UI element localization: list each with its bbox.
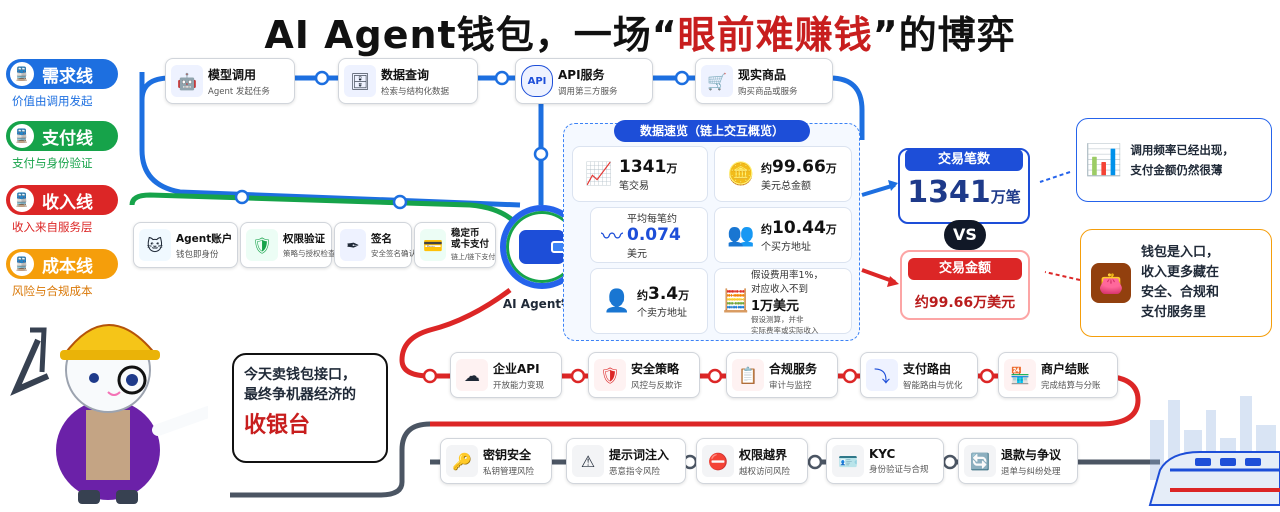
pen-icon: ✒ [340,229,366,261]
title-highlight: 眼前难赚钱 [677,13,873,57]
demand-node-data-query: 🗄 数据查询检索与结构化数据 [338,58,478,104]
revenue-line [399,287,1141,427]
revenue-node-merchant-checkout: 🏪 商户结账完成结算与分账 [998,352,1118,398]
wallet-icon [519,230,569,264]
robot-icon: 🤖 [171,65,203,97]
page-title: AI Agent钱包，一场“眼前难赚钱”的博弈 [264,13,1016,57]
payment-node-permission: 🛡 权限验证策略与授权检查 [240,222,336,268]
key-icon: 🔑 [446,445,478,477]
speech-bubble: 今天卖钱包接口， 最终争机器经济的 收银台 [232,353,388,463]
database-icon: 🗄 [344,65,376,97]
refund-icon: 🔄 [964,445,996,477]
card-dollar-icon: 💳 [420,229,446,261]
payment-line [129,192,522,230]
train-icon: 🚆 [10,62,34,86]
vs-badge: VS [944,220,986,250]
note-frequency: 📊 调用频率已经出现，支付金额仍然很薄 [1076,118,1272,202]
route-icon: ⤵ [866,359,898,391]
clipboard-icon: 📋 [732,359,764,391]
cat-mascot-illustration [10,324,208,504]
users-icon: 👥 [727,222,755,248]
stat-card-amount: 🪙 约99.66万美元总金额 [714,146,852,202]
chart-up-icon: 📈 [585,161,613,187]
code-warning-icon: ⚠ [572,445,604,477]
id-card-icon: 🪪 [832,445,864,477]
demand-node-real-goods: 🛒 现实商品购买商品或服务 [695,58,833,104]
city-skyline [1150,396,1276,480]
cost-node-refund-dispute: 🔄 退款与争议退单与纠纷处理 [958,438,1078,484]
legend-payment: 🚆支付线 支付与身份验证 [6,121,118,171]
cost-node-permission-overreach: ⛔ 权限越界越权访问风险 [696,438,808,484]
payment-node-sign: ✒ 签名安全签名确认 [334,222,416,268]
stat-card-buyers: 👥 约10.44万个买方地址 [714,207,852,263]
compare-amount: 交易金额 约99.66万美元 [900,250,1030,320]
note-wallet-entry: 👛 钱包是入口，收入更多藏在安全、合规和支付服务里 [1080,229,1272,337]
train-icon: 🚆 [10,252,34,276]
stat-card-sellers: 👤 约3.4万个卖方地址 [590,268,708,334]
revenue-node-payment-routing: ⤵ 支付路由智能路由与优化 [860,352,978,398]
cost-node-key-security: 🔑 密钥安全私钥管理风险 [440,438,552,484]
payment-node-agent-account: 🐱 Agent账户钱包即身份 [133,222,238,268]
cloud-server-icon: ☁ [456,359,488,391]
train-icon: 🚆 [10,188,34,212]
compare-tx-count: 交易笔数 1341万笔 [898,148,1030,224]
train-icon [1148,451,1280,506]
chart-icon: 📊 [1085,142,1123,178]
train-icon: 🚆 [10,124,34,148]
calculator-icon: 🧮 [722,288,750,314]
legend-demand: 🚆需求线 价值由调用发起 [6,59,118,109]
stat-card-revenue-estimate: 🧮 假设费用率1%， 对应收入不到 1万美元 假设测算，并非 实际费率或实际收入 [714,268,852,335]
stat-card-transactions: 📈 1341万笔交易 [572,146,708,202]
coins-icon: 🪙 [727,161,755,187]
panel-title: 数据速览（链上交互概览） [614,120,810,142]
cat-avatar-icon: 🐱 [139,229,171,261]
shield-icon: 🛡 [594,359,626,391]
cost-node-prompt-injection: ⚠ 提示词注入恶意指令风险 [566,438,686,484]
store-icon: 🏪 [1004,359,1036,391]
legend-cost: 🚆成本线 风险与合规成本 [6,249,118,299]
api-cloud-icon: API [521,65,553,97]
shield-check-icon: 🛡 [246,229,278,261]
demand-line-left [139,72,521,208]
wallet-icon: 👛 [1091,263,1131,303]
user-block-icon: ⛔ [702,445,734,477]
payment-node-stablecoin: 💳 稳定币 或卡支付链上/链下支付 [414,222,496,268]
revenue-node-security-policy: 🛡 安全策略风控与反欺诈 [588,352,700,398]
user-icon: 👤 [603,288,631,314]
line-icon: 〰 [600,225,623,250]
cost-line [230,421,431,498]
cart-icon: 🛒 [701,65,733,97]
demand-node-api-service: API API服务调用第三方服务 [515,58,653,104]
legend-revenue: 🚆收入线 收入来自服务层 [6,185,118,235]
revenue-node-compliance: 📋 合规服务审计与监控 [726,352,838,398]
